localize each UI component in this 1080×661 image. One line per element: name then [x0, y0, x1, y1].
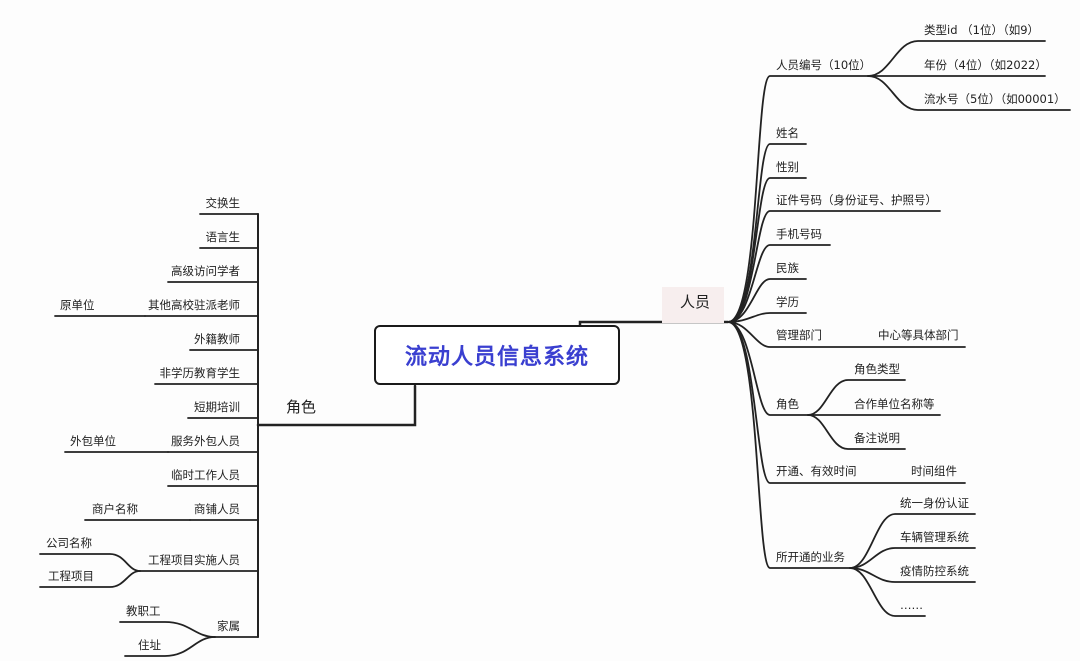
business-auth-node[interactable]: 统一身份认证 — [900, 496, 969, 510]
project-node[interactable]: 工程项目实施人员 — [148, 553, 240, 567]
education-node[interactable]: 学历 — [776, 295, 799, 309]
roles-node[interactable]: 角色 — [286, 398, 317, 416]
ethnicity-node[interactable]: 民族 — [776, 261, 799, 275]
shop-name-node[interactable]: 商户名称 — [92, 502, 138, 516]
business-node[interactable]: 所开通的业务 — [776, 550, 845, 564]
time-child-node[interactable]: 时间组件 — [911, 464, 957, 478]
shop-node[interactable]: 商铺人员 — [194, 502, 240, 516]
root-title: 流动人员信息系统 — [404, 345, 589, 370]
role-type-node[interactable]: 角色类型 — [854, 362, 900, 376]
short-training-node[interactable]: 短期培训 — [194, 400, 240, 414]
name-node[interactable]: 姓名 — [776, 126, 799, 140]
persons-node[interactable]: 人员 — [680, 293, 711, 311]
id-serial-node[interactable]: 流水号（5位）（如00001） — [924, 92, 1066, 106]
non-degree-node[interactable]: 非学历教育学生 — [159, 366, 241, 380]
dept-child-node[interactable]: 中心等具体部门 — [878, 328, 959, 342]
exchange-node[interactable]: 交换生 — [205, 196, 241, 210]
project-name-node[interactable]: 工程项目 — [48, 569, 94, 583]
dept-node[interactable]: 管理部门 — [776, 328, 822, 342]
address-node[interactable]: 住址 — [138, 638, 161, 652]
role-partner-node[interactable]: 合作单位名称等 — [854, 397, 935, 411]
id-type-node[interactable]: 类型id （1位）（如9） — [924, 23, 1040, 37]
language-node[interactable]: 语言生 — [205, 230, 241, 244]
persons-node-highlight — [662, 287, 724, 323]
original-unit-node[interactable]: 原单位 — [60, 298, 95, 312]
id-year-node[interactable]: 年份（4位）（如2022） — [924, 58, 1047, 72]
outsource-node[interactable]: 服务外包人员 — [171, 434, 240, 448]
id-card-node[interactable]: 证件号码（身份证号、护照号） — [776, 193, 937, 207]
temp-worker-node[interactable]: 临时工作人员 — [171, 468, 240, 482]
gender-node[interactable]: 性别 — [776, 160, 799, 174]
role-remark-node[interactable]: 备注说明 — [854, 431, 900, 445]
business-more-node[interactable]: …… — [900, 598, 923, 612]
root-node[interactable]: 流动人员信息系统 — [374, 325, 620, 385]
other-teacher-node[interactable]: 其他高校驻派老师 — [148, 298, 240, 312]
visiting-scholar-node[interactable]: 高级访问学者 — [171, 264, 240, 278]
id-node[interactable]: 人员编号（10位） — [776, 58, 872, 72]
family-node[interactable]: 家属 — [217, 619, 240, 633]
phone-node[interactable]: 手机号码 — [776, 227, 822, 241]
outsource-unit-node[interactable]: 外包单位 — [70, 434, 116, 448]
staff-node[interactable]: 教职工 — [126, 604, 161, 618]
time-node[interactable]: 开通、有效时间 — [776, 464, 857, 478]
business-vehicle-node[interactable]: 车辆管理系统 — [900, 530, 969, 544]
business-epidemic-node[interactable]: 疫情防控系统 — [900, 564, 969, 578]
role-node[interactable]: 角色 — [776, 397, 799, 411]
foreign-teacher-node[interactable]: 外籍教师 — [194, 332, 240, 346]
company-node[interactable]: 公司名称 — [46, 536, 92, 550]
